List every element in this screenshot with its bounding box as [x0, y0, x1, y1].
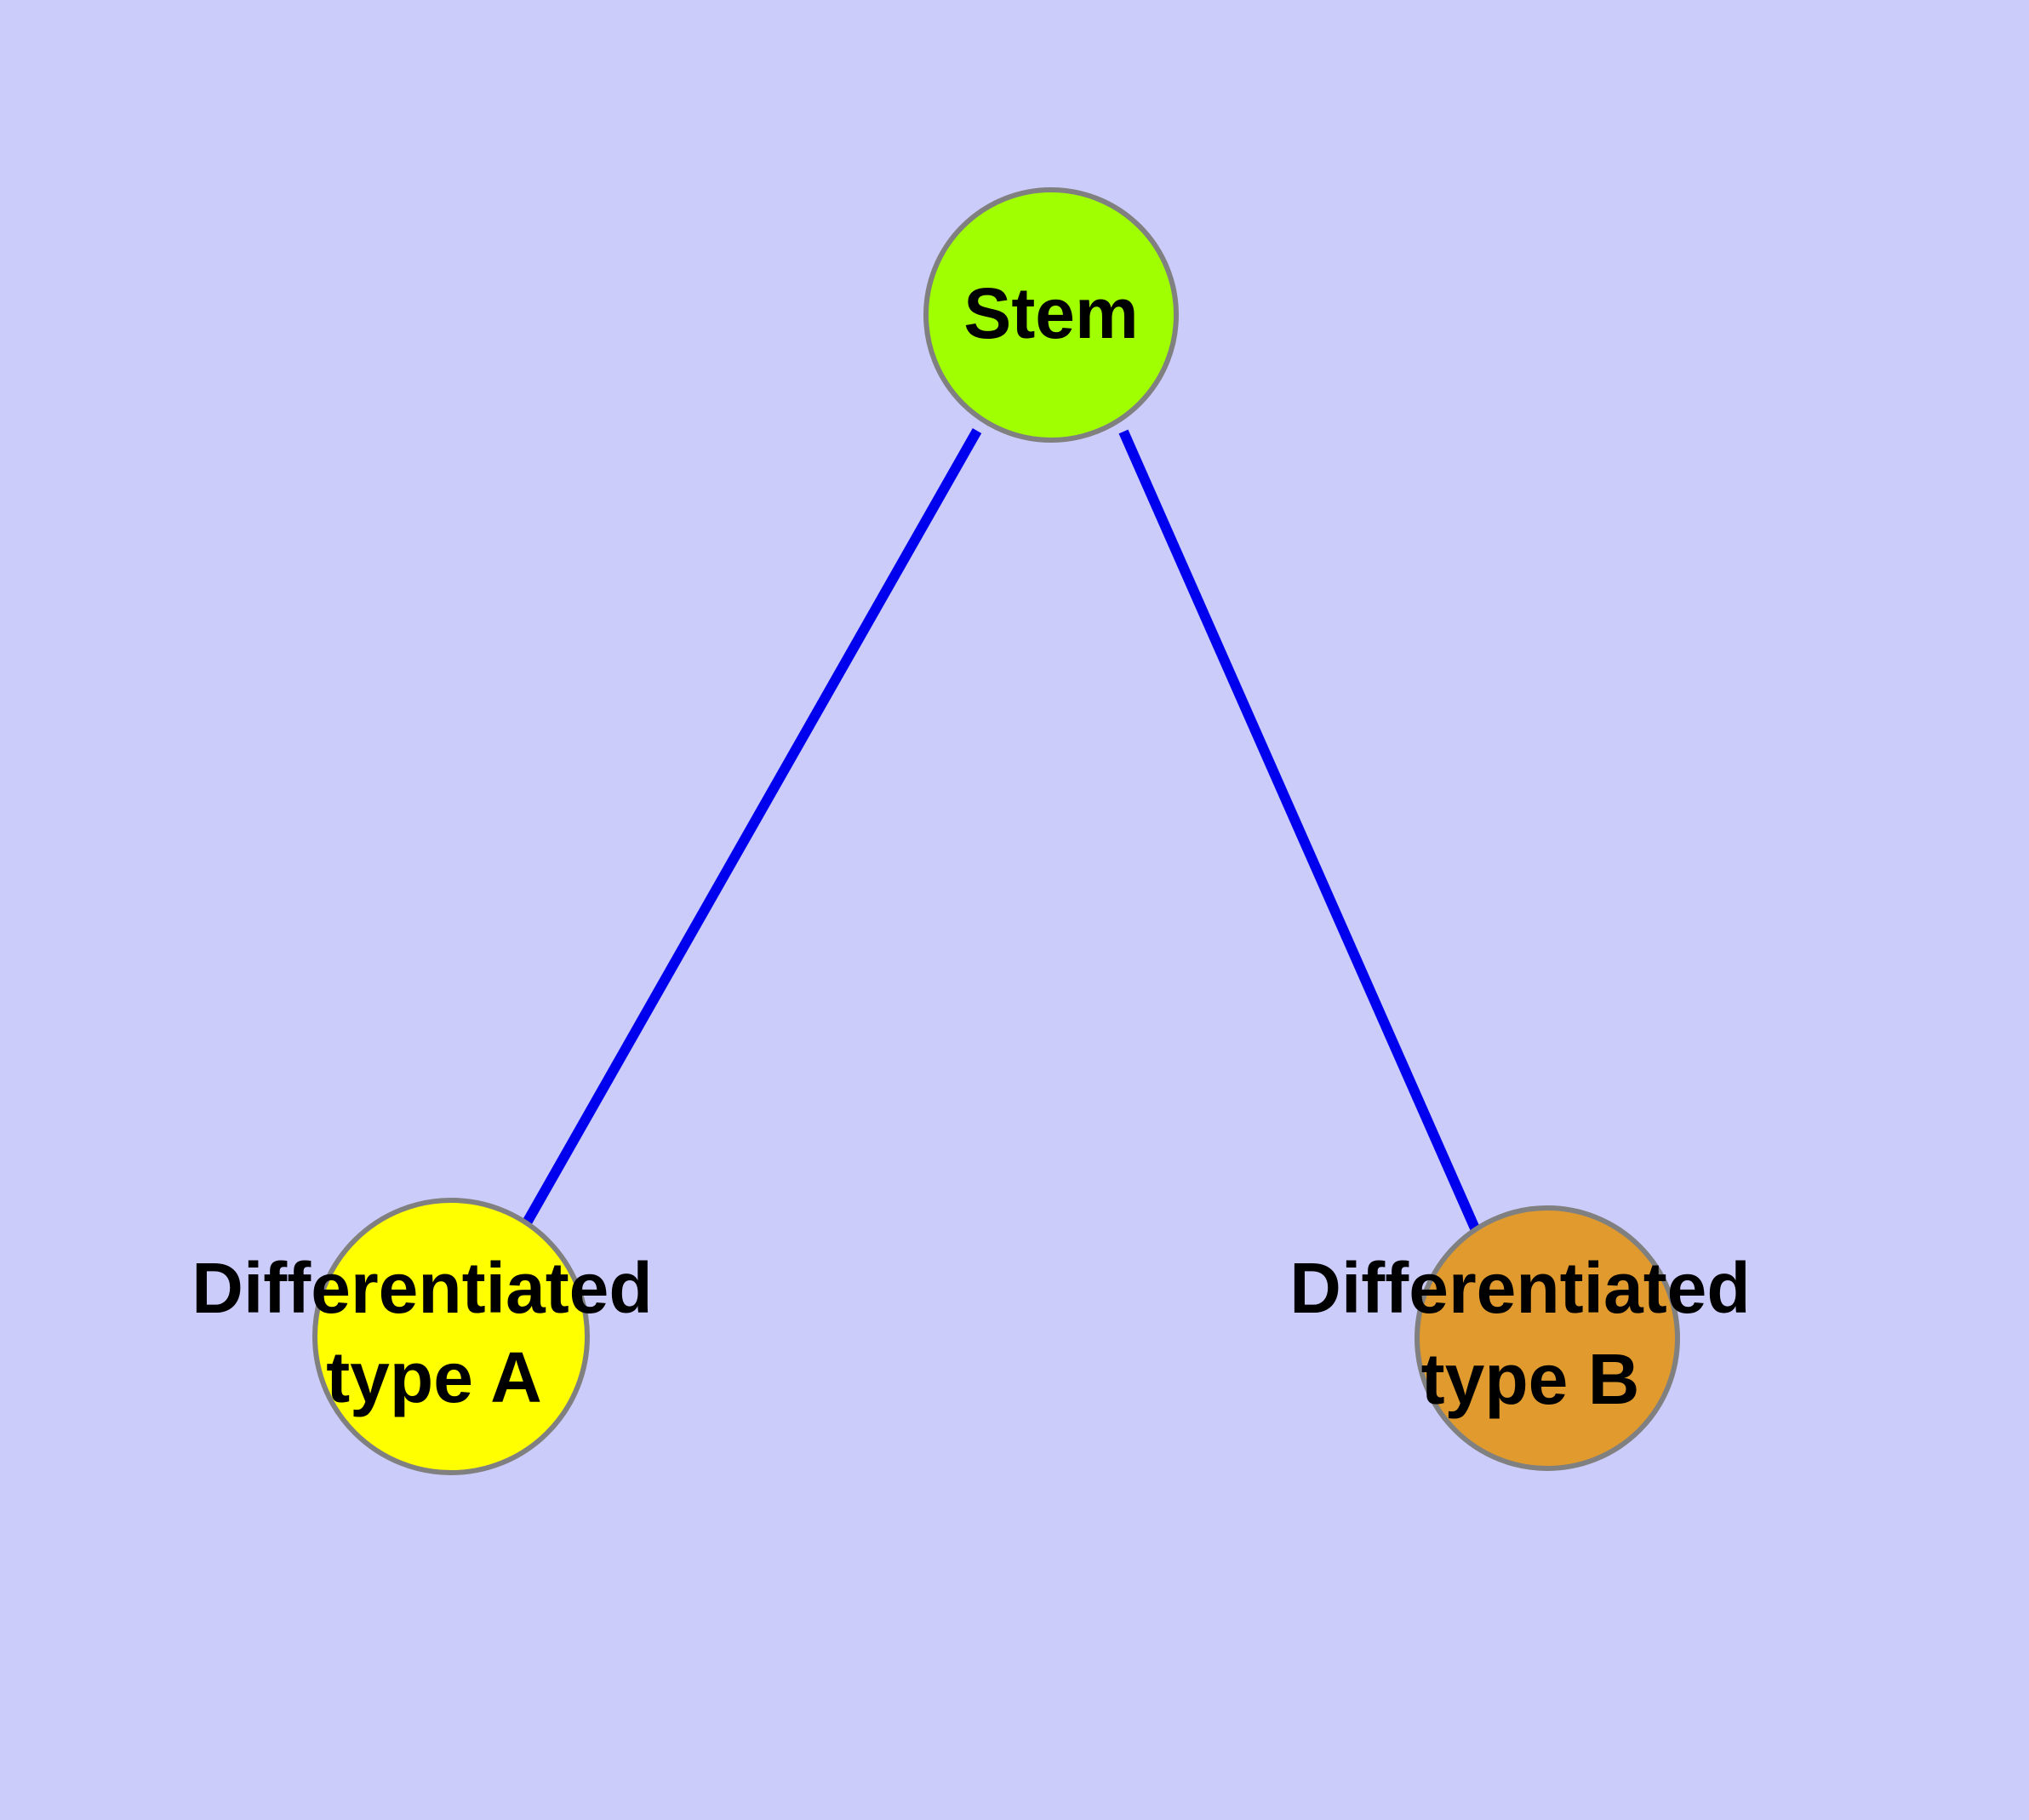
node-diff-a-label-line2: type A: [326, 1337, 542, 1417]
node-diff-a-label-line1: Differentiated: [191, 1248, 652, 1328]
edge-stem-to-diff-a[interactable]: [521, 428, 982, 1227]
node-stem-circle[interactable]: [923, 187, 1179, 443]
node-diff-a[interactable]: [312, 1198, 590, 1475]
node-diff-a-circle[interactable]: [312, 1198, 590, 1475]
node-diff-b[interactable]: [1415, 1205, 1680, 1471]
edge-stem-to-diff-b[interactable]: [1118, 429, 1480, 1231]
label-layer: Stem Differentiated type A Differentiate…: [191, 273, 1750, 1419]
edge-layer: [521, 428, 1480, 1231]
node-layer: [312, 187, 1680, 1475]
node-stem-label-line1: Stem: [963, 273, 1138, 353]
node-stem[interactable]: [923, 187, 1179, 443]
node-diff-b-circle[interactable]: [1415, 1205, 1680, 1471]
node-diff-b-label-line1: Differentiated: [1289, 1248, 1750, 1328]
node-diff-b-label-line2: type B: [1421, 1339, 1640, 1419]
